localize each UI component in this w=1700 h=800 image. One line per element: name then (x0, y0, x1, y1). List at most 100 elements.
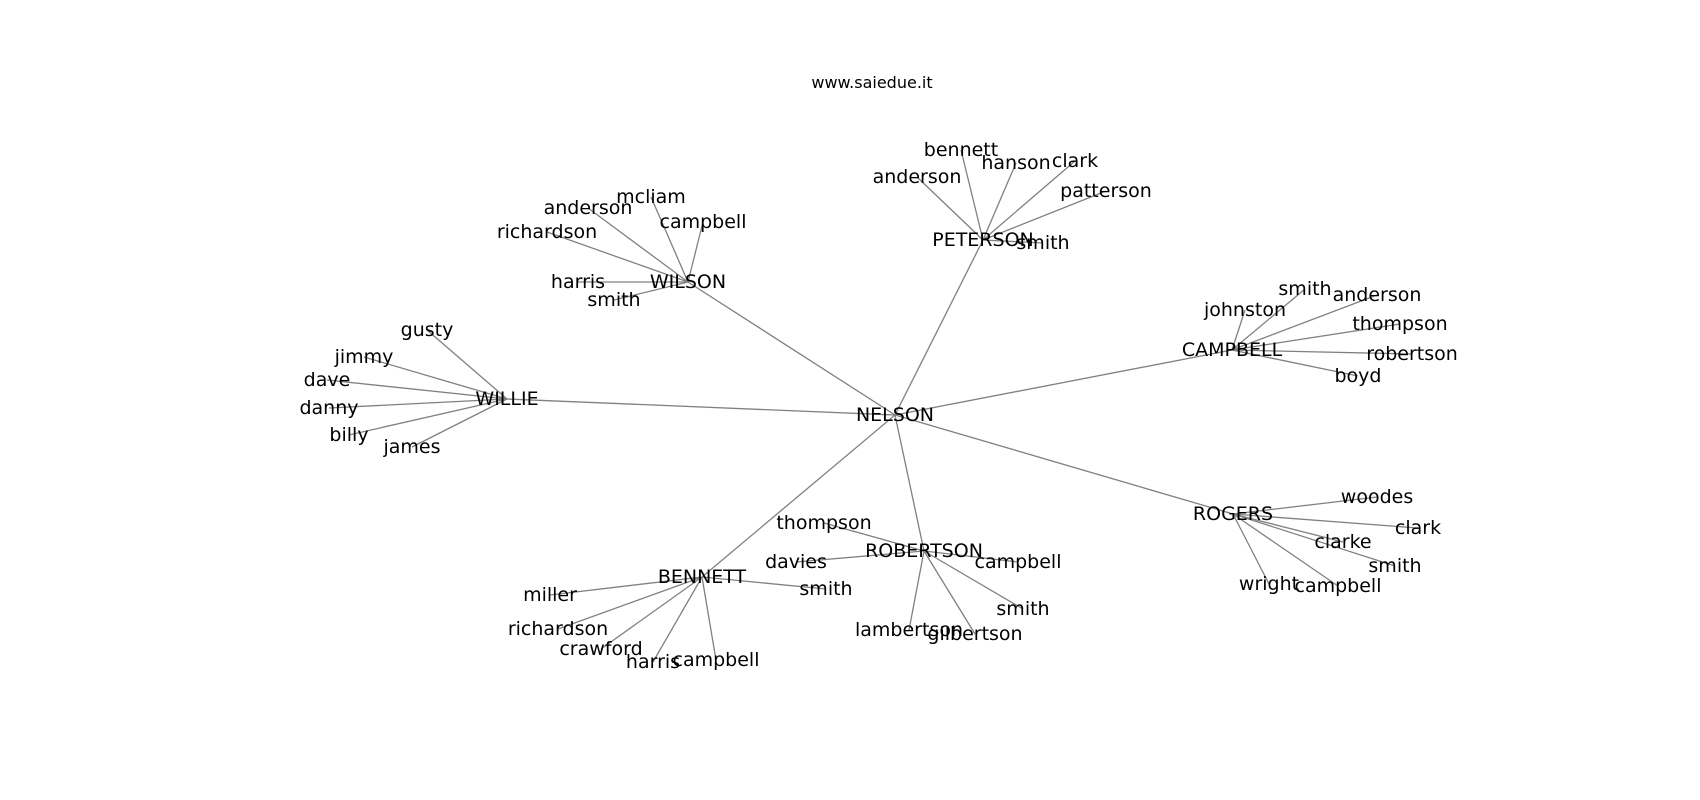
member-node-rogers-clarke: clarke (1314, 531, 1371, 553)
edge-peterson-to-clark (982, 160, 1076, 241)
edge-bennett-to-campbell (701, 576, 717, 661)
member-node-robertson-lambertson: lambertson (855, 619, 963, 641)
edge-robertson-to-lambertson (908, 550, 925, 631)
edge-willie-to-dave (326, 379, 508, 400)
edge-campbell-to-boyd (1231, 349, 1359, 377)
edge-root-to-willie (506, 398, 896, 416)
site-caption: www.saiedue.it (811, 73, 932, 92)
family-node-bennett: BENNETT (658, 566, 747, 588)
edge-peterson-to-patterson (982, 190, 1107, 241)
member-node-peterson-bennett: bennett (924, 139, 998, 161)
edge-root-to-robertson (894, 414, 925, 552)
edge-rogers-to-wright (1232, 513, 1270, 585)
member-node-wilson-campbell: campbell (660, 211, 747, 233)
edge-bennett-to-crawford (600, 576, 703, 650)
family-node-campbell: CAMPBELL (1182, 339, 1283, 361)
member-node-campbell-anderson: anderson (1333, 284, 1422, 306)
edge-willie-to-gusty (426, 329, 508, 400)
edge-bennett-to-harris (652, 576, 703, 663)
edge-campbell-to-smith (1231, 288, 1306, 351)
member-node-rogers-clark: clark (1395, 517, 1441, 539)
edge-peterson-to-hanson (982, 162, 1017, 241)
edge-root-to-wilson (687, 281, 896, 416)
edge-rogers-to-clarke (1232, 513, 1344, 543)
edge-rogers-to-campbell (1232, 513, 1339, 587)
member-node-rogers-wright: wright (1239, 573, 1299, 595)
member-node-rogers-woodes: woodes (1341, 486, 1413, 508)
edge-robertson-to-davies (795, 550, 925, 563)
edge-robertson-to-gilbertson (923, 550, 976, 635)
member-node-campbell-robertson: robertson (1366, 343, 1458, 365)
member-node-bennett-smith: smith (799, 578, 852, 600)
edge-wilson-to-anderson (587, 207, 689, 283)
edge-campbell-to-johnston (1231, 309, 1246, 351)
edge-bennett-to-smith (701, 576, 827, 590)
edge-campbell-to-robertson (1231, 349, 1413, 355)
member-node-robertson-gilbertson: gilbertson (927, 623, 1022, 645)
member-node-wilson-richardson: richardson (497, 221, 597, 243)
member-node-campbell-johnston: johnston (1203, 299, 1286, 321)
edge-wilson-to-campbell (687, 221, 704, 283)
edge-bennett-to-richardson (557, 576, 703, 630)
member-node-bennett-campbell: campbell (673, 649, 760, 671)
edge-root-to-rogers (894, 414, 1234, 515)
edge-rogers-to-clark (1232, 513, 1419, 529)
member-node-willie-billy: billy (329, 424, 368, 446)
family-node-willie: WILLIE (475, 388, 538, 410)
edge-root-to-peterson (894, 239, 984, 416)
edge-wilson-to-smith (613, 281, 689, 301)
edge-rogers-to-woodes (1232, 496, 1378, 515)
member-node-bennett-harris: harris (626, 651, 680, 673)
edge-wilson-to-mcliam (650, 196, 689, 283)
member-node-campbell-thompson: thompson (1352, 313, 1447, 335)
member-node-wilson-harris: harris (551, 271, 605, 293)
member-node-willie-jimmy: jimmy (334, 346, 394, 368)
member-node-wilson-mcliam: mcliam (616, 186, 686, 208)
edge-willie-to-james (411, 398, 508, 448)
root-node-label: NELSON (856, 404, 934, 426)
edge-root-to-bennett (701, 414, 896, 578)
edge-robertson-to-smith (923, 550, 1024, 610)
edge-peterson-to-smith (982, 239, 1044, 244)
member-node-robertson-smith: smith (996, 598, 1049, 620)
edge-bennett-to-miller (549, 576, 703, 596)
member-node-peterson-smith: smith (1016, 232, 1069, 254)
member-node-robertson-thompson: thompson (776, 512, 871, 534)
edge-root-to-campbell (894, 349, 1233, 416)
member-node-campbell-boyd: boyd (1335, 365, 1382, 387)
member-node-peterson-patterson: patterson (1060, 180, 1152, 202)
edge-rogers-to-smith (1232, 513, 1396, 567)
edges-layer (326, 149, 1419, 663)
member-node-rogers-campbell: campbell (1295, 575, 1382, 597)
member-node-bennett-crawford: crawford (559, 638, 642, 660)
member-node-wilson-smith: smith (587, 289, 640, 311)
edge-campbell-to-anderson (1231, 294, 1378, 351)
edge-willie-to-billy (348, 398, 508, 436)
family-node-robertson: ROBERTSON (865, 540, 983, 562)
member-node-campbell-smith: smith (1278, 278, 1331, 300)
labels-layer: NELSONWILSONmcliamandersoncampbellrichar… (299, 139, 1457, 673)
edge-robertson-to-campbell (923, 550, 1019, 563)
member-node-willie-danny: danny (299, 397, 358, 419)
member-node-willie-gusty: gusty (401, 319, 454, 341)
member-node-bennett-miller: miller (523, 584, 577, 606)
member-node-peterson-hanson: hanson (981, 152, 1050, 174)
edge-robertson-to-thompson (823, 522, 925, 552)
member-node-robertson-davies: davies (765, 551, 827, 573)
family-node-rogers: ROGERS (1193, 503, 1273, 525)
family-node-wilson: WILSON (650, 271, 726, 293)
edge-wilson-to-richardson (546, 231, 689, 283)
member-node-rogers-smith: smith (1368, 555, 1421, 577)
family-node-peterson: PETERSON (932, 229, 1034, 251)
edge-willie-to-danny (328, 398, 508, 409)
edge-peterson-to-anderson (916, 176, 984, 241)
edge-peterson-to-bennett (960, 149, 984, 241)
member-node-wilson-anderson: anderson (544, 197, 633, 219)
member-node-peterson-clark: clark (1052, 150, 1098, 172)
member-node-robertson-campbell: campbell (975, 551, 1062, 573)
member-node-willie-dave: dave (304, 369, 351, 391)
edge-willie-to-jimmy (363, 356, 508, 400)
edge-campbell-to-thompson (1231, 323, 1401, 351)
member-node-willie-james: james (382, 436, 440, 458)
